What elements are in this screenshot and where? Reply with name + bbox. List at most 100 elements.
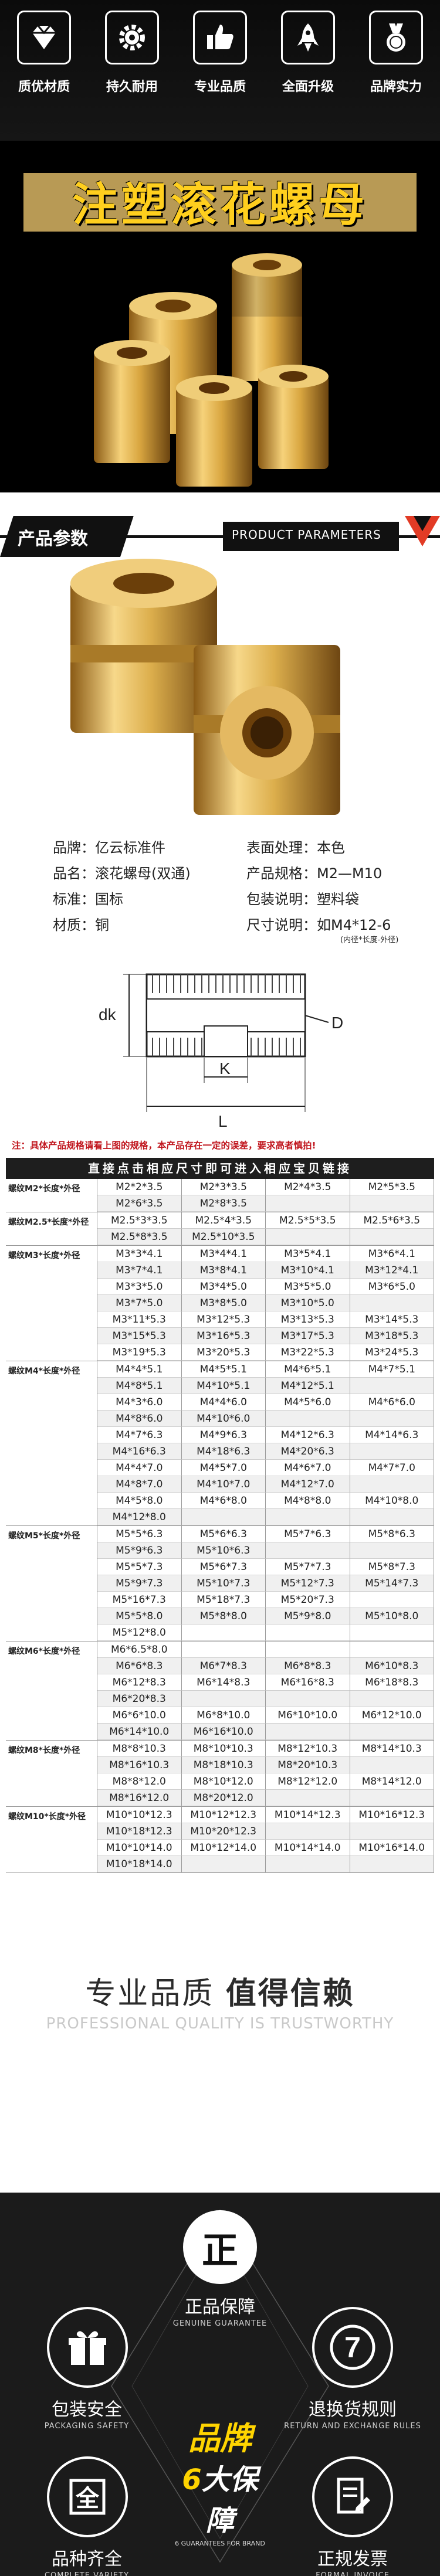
size-link[interactable]: M3*16*5.3 xyxy=(181,1328,266,1344)
size-link[interactable]: M5*7*6.3 xyxy=(266,1526,350,1542)
size-link[interactable]: M6*7*8.3 xyxy=(181,1658,266,1674)
size-link[interactable]: M3*6*4.1 xyxy=(350,1246,434,1262)
size-link[interactable]: M10*10*12.3 xyxy=(97,1807,182,1823)
size-link[interactable]: M3*8*4.1 xyxy=(181,1262,266,1279)
size-link[interactable]: M5*10*6.3 xyxy=(181,1542,266,1559)
size-link[interactable]: M4*7*5.1 xyxy=(350,1361,434,1378)
size-link[interactable]: M10*20*12.3 xyxy=(181,1823,266,1840)
size-link[interactable]: M4*18*6.3 xyxy=(181,1443,266,1460)
size-link[interactable]: M6*6*10.0 xyxy=(97,1707,182,1724)
size-link[interactable]: M5*20*7.3 xyxy=(266,1592,350,1608)
size-link[interactable]: M6*12*8.3 xyxy=(97,1674,182,1691)
size-link[interactable]: M8*10*10.3 xyxy=(181,1741,266,1757)
size-link[interactable]: M3*17*5.3 xyxy=(266,1328,350,1344)
size-link[interactable]: M4*16*6.3 xyxy=(97,1443,182,1460)
size-link[interactable]: M3*3*5.0 xyxy=(97,1279,182,1295)
size-link[interactable]: M4*14*6.3 xyxy=(350,1427,434,1443)
size-link[interactable]: M6*8*10.0 xyxy=(181,1707,266,1724)
size-link[interactable]: M4*6*6.0 xyxy=(350,1394,434,1411)
size-link[interactable]: M6*16*8.3 xyxy=(266,1674,350,1691)
size-link[interactable]: M8*14*12.0 xyxy=(350,1773,434,1790)
size-link[interactable]: M8*12*12.0 xyxy=(266,1773,350,1790)
size-link[interactable]: M4*5*8.0 xyxy=(97,1493,182,1509)
size-link[interactable]: M5*18*7.3 xyxy=(181,1592,266,1608)
size-link[interactable]: M6*20*8.3 xyxy=(97,1691,182,1707)
size-link[interactable]: M2.5*5*3.5 xyxy=(266,1212,350,1229)
size-link[interactable]: M4*20*6.3 xyxy=(266,1443,350,1460)
size-link[interactable]: M3*6*5.0 xyxy=(350,1279,434,1295)
size-link[interactable]: M8*16*10.3 xyxy=(97,1757,182,1773)
size-link[interactable]: M6*18*8.3 xyxy=(350,1674,434,1691)
size-link[interactable]: M3*18*5.3 xyxy=(350,1328,434,1344)
size-link[interactable]: M4*8*8.0 xyxy=(266,1493,350,1509)
size-link[interactable]: M10*16*12.3 xyxy=(350,1807,434,1823)
size-link[interactable]: M10*14*12.3 xyxy=(266,1807,350,1823)
size-link[interactable]: M4*12*8.0 xyxy=(97,1509,182,1525)
size-link[interactable]: M3*22*5.3 xyxy=(266,1344,350,1361)
size-link[interactable]: M6*6.5*8.0 xyxy=(97,1642,182,1658)
size-link[interactable]: M5*12*8.0 xyxy=(97,1625,182,1641)
size-link[interactable]: M5*5*6.3 xyxy=(97,1526,182,1542)
size-link[interactable]: M5*8*8.0 xyxy=(181,1608,266,1625)
size-link[interactable]: M5*16*7.3 xyxy=(97,1592,182,1608)
size-link[interactable]: M4*8*5.1 xyxy=(97,1378,182,1394)
size-link[interactable]: M4*3*6.0 xyxy=(97,1394,182,1411)
size-link[interactable]: M5*9*6.3 xyxy=(97,1542,182,1559)
size-link[interactable]: M4*10*8.0 xyxy=(350,1493,434,1509)
size-link[interactable]: M3*19*5.3 xyxy=(97,1344,182,1361)
size-link[interactable]: M3*15*5.3 xyxy=(97,1328,182,1344)
size-link[interactable]: M2*4*3.5 xyxy=(266,1179,350,1195)
size-link[interactable]: M3*5*4.1 xyxy=(266,1246,350,1262)
size-link[interactable]: M5*8*7.3 xyxy=(350,1559,434,1575)
size-link[interactable]: M6*8*8.3 xyxy=(266,1658,350,1674)
size-link[interactable]: M6*14*10.0 xyxy=(97,1724,182,1740)
size-link[interactable]: M8*18*10.3 xyxy=(181,1757,266,1773)
size-link[interactable]: M5*9*8.0 xyxy=(266,1608,350,1625)
size-link[interactable]: M2*5*3.5 xyxy=(350,1179,434,1195)
size-link[interactable]: M2*2*3.5 xyxy=(97,1179,182,1195)
size-link[interactable]: M2*6*3.5 xyxy=(97,1195,182,1212)
size-link[interactable]: M3*4*5.0 xyxy=(181,1279,266,1295)
size-link[interactable]: M4*4*5.1 xyxy=(97,1361,182,1378)
size-link[interactable]: M8*8*10.3 xyxy=(97,1741,182,1757)
size-link[interactable]: M4*7*6.3 xyxy=(97,1427,182,1443)
size-link[interactable]: M8*12*10.3 xyxy=(266,1741,350,1757)
size-link[interactable]: M4*12*7.0 xyxy=(266,1476,350,1493)
size-link[interactable]: M6*10*10.0 xyxy=(266,1707,350,1724)
size-link[interactable]: M10*12*14.0 xyxy=(181,1840,266,1856)
size-link[interactable]: M3*20*5.3 xyxy=(181,1344,266,1361)
size-link[interactable]: M2.5*3*3.5 xyxy=(97,1212,182,1229)
size-link[interactable]: M4*10*5.1 xyxy=(181,1378,266,1394)
size-link[interactable]: M4*6*7.0 xyxy=(266,1460,350,1476)
size-link[interactable]: M3*11*5.3 xyxy=(97,1311,182,1328)
size-link[interactable]: M5*5*7.3 xyxy=(97,1559,182,1575)
size-link[interactable]: M2*8*3.5 xyxy=(181,1195,266,1212)
size-link[interactable]: M4*5*6.0 xyxy=(266,1394,350,1411)
size-link[interactable]: M3*12*4.1 xyxy=(350,1262,434,1279)
size-link[interactable]: M5*5*8.0 xyxy=(97,1608,182,1625)
size-link[interactable]: M6*14*8.3 xyxy=(181,1674,266,1691)
size-link[interactable]: M5*9*7.3 xyxy=(97,1575,182,1592)
size-link[interactable]: M3*8*5.0 xyxy=(181,1295,266,1311)
size-link[interactable]: M5*10*7.3 xyxy=(181,1575,266,1592)
size-link[interactable]: M2.5*10*3.5 xyxy=(181,1229,266,1245)
size-link[interactable]: M3*12*5.3 xyxy=(181,1311,266,1328)
size-link[interactable]: M6*10*8.3 xyxy=(350,1658,434,1674)
size-link[interactable]: M3*4*4.1 xyxy=(181,1246,266,1262)
size-link[interactable]: M4*4*7.0 xyxy=(97,1460,182,1476)
size-link[interactable]: M4*5*5.1 xyxy=(181,1361,266,1378)
size-link[interactable]: M6*6*8.3 xyxy=(97,1658,182,1674)
size-link[interactable]: M3*14*5.3 xyxy=(350,1311,434,1328)
size-link[interactable]: M3*3*4.1 xyxy=(97,1246,182,1262)
size-link[interactable]: M2*3*3.5 xyxy=(181,1179,266,1195)
size-link[interactable]: M10*10*14.0 xyxy=(97,1840,182,1856)
size-link[interactable]: M4*4*6.0 xyxy=(181,1394,266,1411)
size-link[interactable]: M5*12*7.3 xyxy=(266,1575,350,1592)
size-link[interactable]: M4*10*6.0 xyxy=(181,1411,266,1427)
size-link[interactable]: M3*5*5.0 xyxy=(266,1279,350,1295)
size-link[interactable]: M6*12*10.0 xyxy=(350,1707,434,1724)
size-link[interactable]: M3*7*4.1 xyxy=(97,1262,182,1279)
size-link[interactable]: M5*8*6.3 xyxy=(350,1526,434,1542)
size-link[interactable]: M4*12*6.3 xyxy=(266,1427,350,1443)
size-link[interactable]: M5*6*6.3 xyxy=(181,1526,266,1542)
